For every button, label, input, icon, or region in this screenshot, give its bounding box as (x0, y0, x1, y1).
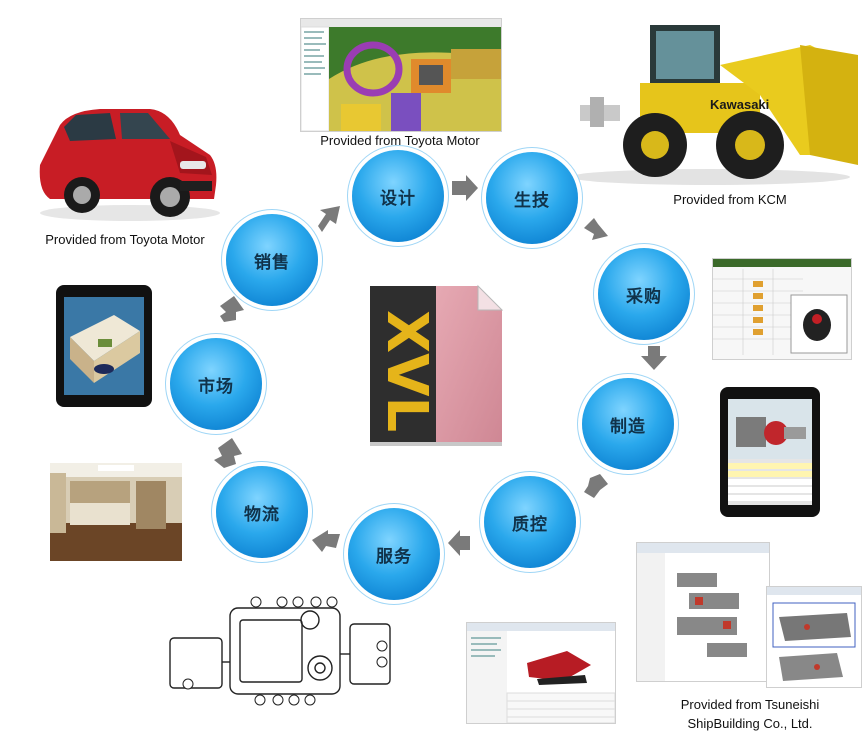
node-logistics-label: 物流 (244, 504, 280, 525)
car-caption: Provided from Toyota Motor (45, 232, 205, 247)
wheel-loader-image: Kawasaki (560, 5, 860, 187)
node-design: 设计 (352, 150, 444, 242)
tablet-floorplan (56, 285, 152, 407)
node-sales: 销售 (226, 214, 318, 306)
node-manufacturing: 制造 (582, 378, 674, 470)
red-suv-image (30, 95, 220, 225)
arrow-manufacturing-to-qc (584, 474, 608, 498)
arrow-production-eng-to-purchasing (584, 218, 608, 240)
ship-caption-line1: Provided from Tsuneishi (680, 697, 820, 712)
spreadsheet-screenshot (712, 258, 852, 360)
node-marketing-label: 市场 (198, 376, 234, 397)
node-service: 服务 (348, 508, 440, 600)
node-quality-control-label: 质控 (512, 514, 548, 535)
tablet-machining (720, 387, 820, 517)
node-purchasing-label: 采购 (626, 286, 662, 307)
car-interior-screenshot (300, 18, 502, 132)
interior-caption: Provided from Toyota Motor (320, 133, 480, 148)
node-purchasing: 采购 (598, 248, 690, 340)
arrow-logistics-to-marketing (214, 438, 242, 468)
arrow-qc-to-service (448, 530, 470, 556)
arrow-sales-to-design (318, 206, 340, 232)
arrow-service-to-logistics (312, 530, 340, 552)
node-marketing: 市场 (170, 338, 262, 430)
node-production-engineering-label: 生技 (514, 190, 550, 211)
camera-manual-illustration (160, 588, 400, 718)
node-design-label: 设计 (380, 188, 416, 209)
arrow-purchasing-to-manufacturing (641, 346, 667, 370)
node-manufacturing-label: 制造 (610, 416, 646, 437)
kawasaki-brand: Kawasaki (710, 97, 769, 112)
xvl-logo: XVL (366, 280, 506, 446)
node-sales-label: 销售 (254, 252, 290, 273)
loader-caption: Provided from KCM (673, 192, 787, 207)
arrow-marketing-to-sales (220, 296, 244, 322)
snowmobile-screenshot (466, 622, 616, 724)
node-production-engineering: 生技 (486, 152, 578, 244)
xvl-logo-text: XVL (374, 310, 439, 432)
arrow-design-to-production-eng (452, 175, 478, 201)
kitchen-render-image (50, 463, 182, 561)
node-quality-control: 质控 (484, 476, 576, 568)
node-service-label: 服务 (376, 546, 412, 567)
ship-part-screenshot-2 (766, 586, 862, 688)
node-logistics: 物流 (216, 466, 308, 558)
ship-part-screenshot-1 (636, 542, 770, 682)
ship-caption-line2: ShipBuilding Co., Ltd. (687, 716, 813, 731)
